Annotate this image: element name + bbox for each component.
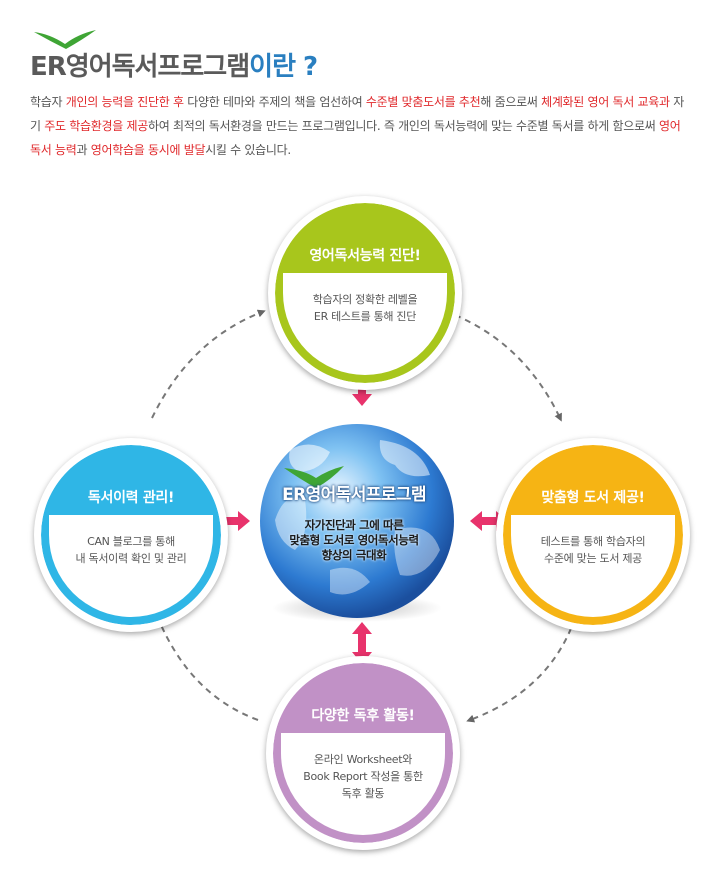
intro-text: 학습자: [30, 95, 66, 109]
intro-text: 하여 최적의 독서환경을 만드는 프로그램입니다. 즉 개인의 독서능력에 맞는…: [147, 119, 659, 133]
double-arrow-icon: [352, 622, 372, 664]
cycle-diagram: ER영어독서프로그램 자가진단과 그에 따른 맞춤형 도서로 영어독서능력 향상…: [0, 190, 710, 884]
intro-highlight: 수준별 맞춤도서를 추천: [365, 95, 481, 109]
center-line-3: 향상의 극대화: [321, 548, 387, 562]
diagram-connectors: [151, 309, 576, 723]
node-history: 독서이력 관리! CAN 블로그를 통해 내 독서이력 확인 및 관리: [34, 438, 228, 632]
intro-text: 과: [76, 143, 91, 157]
intro-text: 해 줌으로써: [480, 95, 542, 109]
node-description: 테스트를 통해 학습자의 수준에 맞는 도서 제공: [513, 533, 673, 567]
center-line-1: 자가진단과 그에 따른: [304, 518, 404, 532]
node-description: 온라인 Worksheet와 Book Report 작성을 통한 독후 활동: [283, 751, 443, 802]
intro-text: 자기: [30, 95, 685, 133]
dashed-cycle-arrow-icon: [151, 309, 266, 419]
node-line: 수준에 맞는 도서 제공: [544, 552, 642, 565]
intro-text: 시킬 수 있습니다.: [205, 143, 291, 157]
center-logo: ER영어독서프로그램: [282, 485, 426, 505]
check-logo-icon: [34, 30, 96, 49]
intro-highlight: 영어 독서 능력: [30, 119, 681, 157]
intro-highlight: 영어학습을 동시에 발달: [90, 143, 206, 157]
dashed-cycle-arrow-icon: [466, 617, 576, 723]
node-title: 맞춤형 도서 제공!: [541, 490, 645, 506]
node-line: 온라인 Worksheet와: [313, 753, 413, 766]
globe-icon: [260, 424, 454, 622]
intro-text: 다양한 테마와 주제의 책을 엄선하여: [183, 95, 366, 109]
node-line: ER 테스트를 통해 진단: [313, 310, 417, 323]
node-title: 다양한 독후 활동!: [311, 708, 415, 724]
node-description: 학습자의 정확한 레벨을 ER 테스트를 통해 진단: [285, 291, 445, 325]
intro-paragraph: 학습자 개인의 능력을 진단한 후 다양한 테마와 주제의 책을 엄선하여 수준…: [30, 90, 690, 162]
dashed-cycle-arrow-icon: [454, 314, 562, 422]
title-program: 영어독서프로그램: [65, 52, 250, 82]
intro-highlight: 체계화된 영어 독서 교육과: [541, 95, 670, 109]
intro-highlight: 개인의 능력을 진단한 후: [65, 95, 184, 109]
page-title: ER영어독서프로그램이란 ?: [30, 46, 318, 83]
node-line: 독후 활동: [341, 787, 385, 800]
center-description: 자가진단과 그에 따른 맞춤형 도서로 영어독서능력 향상의 극대화: [254, 518, 454, 563]
node-diagnosis: 영어독서능력 진단! 학습자의 정확한 레벨을 ER 테스트를 통해 진단: [268, 196, 462, 390]
center-line-2: 맞춤형 도서로 영어독서능력: [289, 533, 419, 547]
node-line: 테스트를 통해 학습자의: [540, 535, 646, 548]
intro-highlight: 주도 학습환경을 제공: [44, 119, 148, 133]
node-title: 독서이력 관리!: [87, 490, 175, 506]
node-line: CAN 블로그를 통해: [87, 535, 175, 548]
node-description: CAN 블로그를 통해 내 독서이력 확인 및 관리: [51, 533, 211, 567]
node-activities: 다양한 독후 활동! 온라인 Worksheet와 Book Report 작성…: [266, 656, 460, 850]
node-line: Book Report 작성을 통한: [303, 770, 423, 783]
node-line: 내 독서이력 확인 및 관리: [75, 552, 187, 565]
dashed-cycle-arrow-icon: [155, 614, 259, 721]
center-globe: ER영어독서프로그램 자가진단과 그에 따른 맞춤형 도서로 영어독서능력 향상…: [254, 420, 454, 620]
title-er: ER: [30, 52, 67, 82]
title-suffix: 이란 ?: [249, 52, 318, 82]
node-title: 영어독서능력 진단!: [309, 248, 421, 264]
node-custom-books: 맞춤형 도서 제공! 테스트를 통해 학습자의 수준에 맞는 도서 제공: [496, 438, 690, 632]
node-line: 학습자의 정확한 레벨을: [312, 293, 418, 306]
